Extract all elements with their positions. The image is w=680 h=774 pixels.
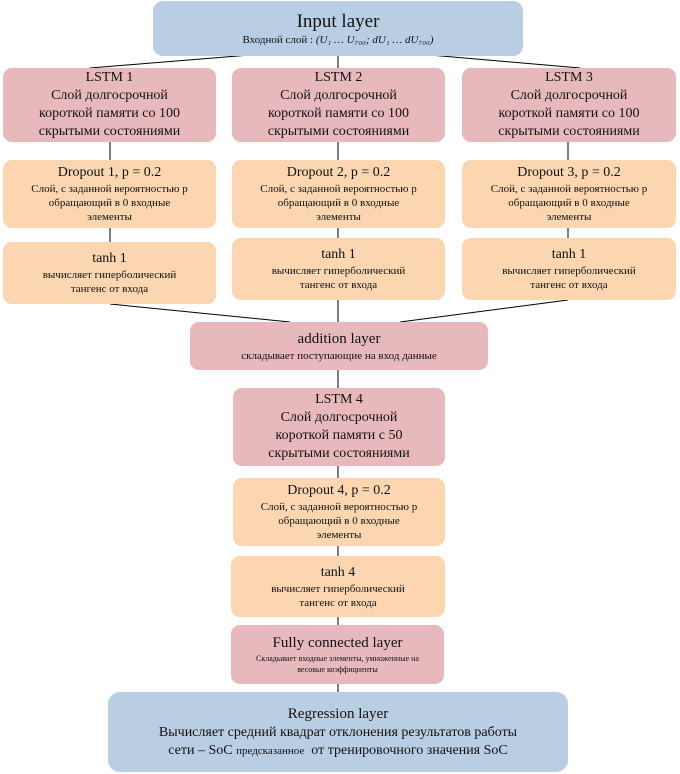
regression-layer-line2: сети – SoC предсказанное от тренировочно… <box>168 742 508 758</box>
lstm3-box: LSTM 3 Слой долгосрочной короткой памяти… <box>462 68 676 142</box>
connector-tanh3-addition <box>399 299 569 323</box>
addition-layer-box: addition layer складывает поступающие на… <box>190 322 488 370</box>
tanh3-box: tanh 1 вычисляет гиперболический тангенс… <box>462 238 676 300</box>
lstm1-box: LSTM 1 Слой долгосрочной короткой памяти… <box>3 68 216 142</box>
input-layer-box: Input layer Входной слой : (U₁ … U₇₀₀; d… <box>153 1 523 56</box>
connector-tanh1-addition <box>109 303 291 323</box>
tanh4-title: tanh 4 <box>320 564 356 580</box>
regression-layer-box: Regression layer Вычисляет средний квадр… <box>108 692 568 772</box>
lstm2-title: LSTM 2 <box>314 70 363 85</box>
tanh1-title: tanh 1 <box>92 251 127 266</box>
fully-connected-box: Fully connected layer Складывает входные… <box>231 625 444 684</box>
regression-layer-title: Regression layer <box>287 705 389 722</box>
fully-connected-title: Fully connected layer <box>272 635 403 651</box>
lstm4-box: LSTM 4 Слой долгосрочной короткой памяти… <box>233 388 445 466</box>
dropout2-title: Dropout 2, p = 0.2 <box>286 165 391 180</box>
connector-input-lstm1 <box>89 54 251 69</box>
dropout3-title: Dropout 3, p = 0.2 <box>517 165 621 180</box>
input-layer-formula: (U₁ … U₇₀₀; dU₁ … dU₇₀₀) <box>315 33 434 46</box>
input-layer-subtitle: Входной слой : (U₁ … U₇₀₀; dU₁ … dU₇₀₀) <box>242 33 434 46</box>
connector-input-lstm3 <box>429 54 581 69</box>
tanh2-title: tanh 1 <box>321 247 356 262</box>
dropout2-box: Dropout 2, p = 0.2 Слой, с заданной веро… <box>232 160 445 228</box>
addition-layer-title: addition layer <box>297 330 381 347</box>
tanh2-box: tanh 1 вычисляет гиперболический тангенс… <box>232 238 445 300</box>
dropout1-title: Dropout 1, p = 0.2 <box>57 165 162 180</box>
lstm2-box: LSTM 2 Слой долгосрочной короткой памяти… <box>232 68 445 142</box>
tanh4-box: tanh 4 вычисляет гиперболический тангенс… <box>231 556 445 617</box>
addition-layer-subtitle: складывает поступающие на вход данные <box>241 349 437 362</box>
regression-layer-line1: Вычисляет средний квадрат отклонения рез… <box>158 724 518 740</box>
dropout3-box: Dropout 3, p = 0.2 Слой, с заданной веро… <box>462 160 676 228</box>
lstm4-title: LSTM 4 <box>315 392 363 407</box>
lstm3-title: LSTM 3 <box>545 70 593 85</box>
tanh1-box: tanh 1 вычисляет гиперболический тангенс… <box>3 242 216 304</box>
dropout1-box: Dropout 1, p = 0.2 Слой, с заданной веро… <box>3 160 216 228</box>
input-layer-title: Input layer <box>296 10 380 32</box>
dropout4-box: Dropout 4, p = 0.2 Слой, с заданной веро… <box>233 478 445 546</box>
lstm1-title: LSTM 1 <box>85 70 134 85</box>
dropout4-title: Dropout 4, p = 0.2 <box>287 483 391 498</box>
tanh3-title: tanh 1 <box>551 247 587 262</box>
